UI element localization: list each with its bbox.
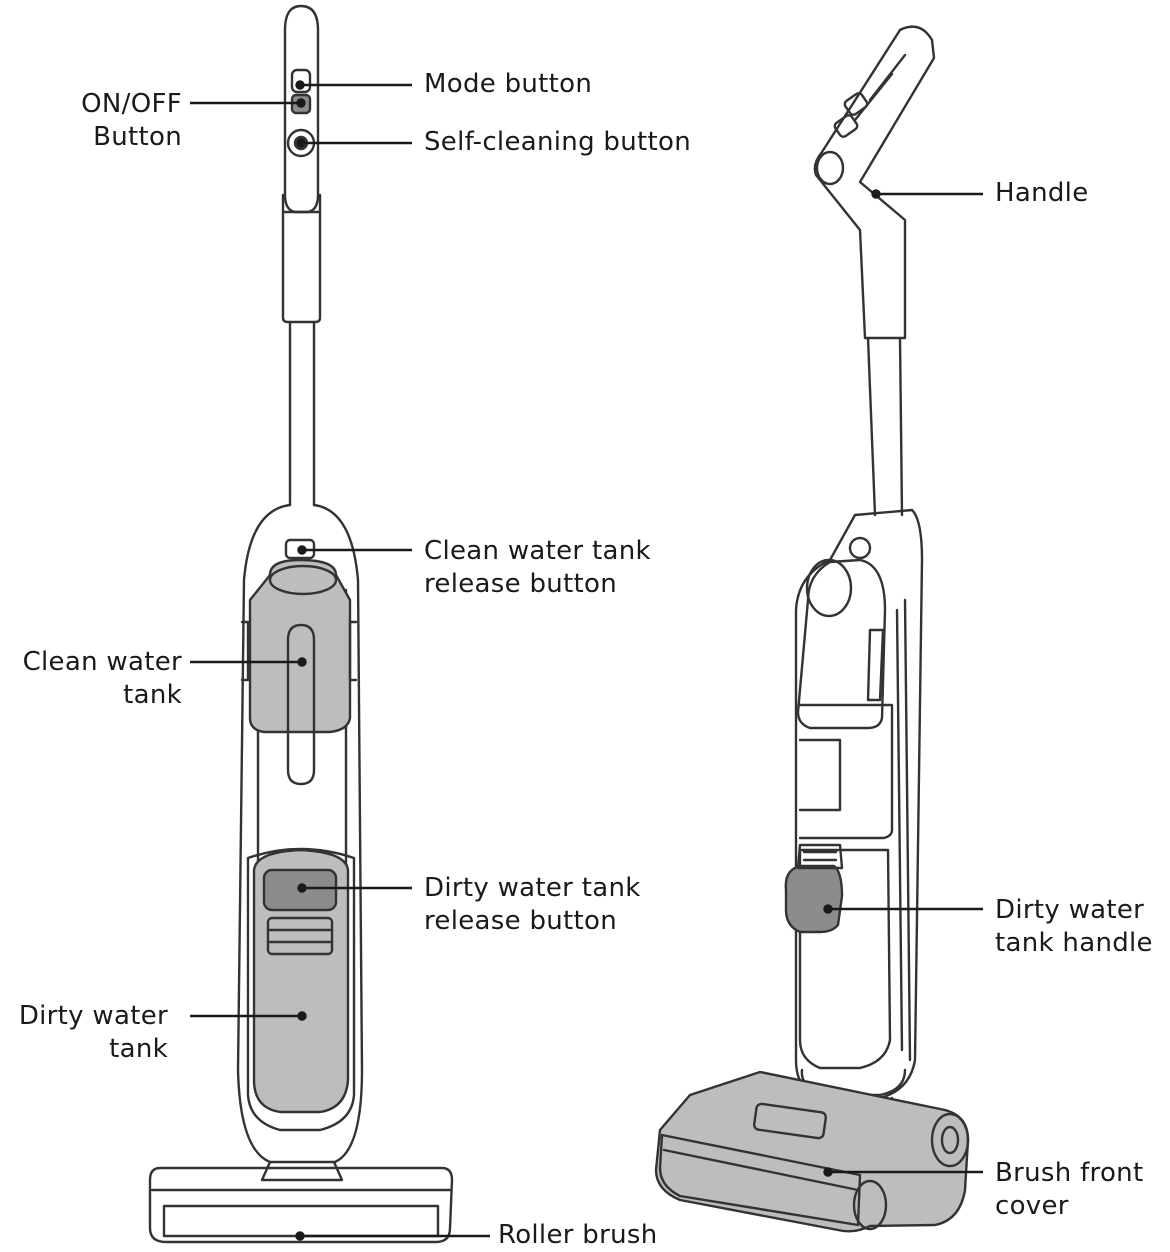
label-brush-cover-line-1: Brush front bbox=[995, 1158, 1144, 1188]
front-tank-window bbox=[286, 623, 316, 786]
label-dirty-tank-line-2: tank bbox=[109, 1034, 168, 1064]
side-dirty-water-tank-handle-shape bbox=[784, 864, 844, 934]
leader-brush-front-cover bbox=[823, 1167, 983, 1177]
leader-roller-brush bbox=[295, 1231, 490, 1241]
label-dirty-water-tank-release-button: Dirty water tank release button bbox=[424, 872, 641, 938]
front-mode-button-shape bbox=[290, 68, 312, 94]
label-clean-tank-line-1: Clean water bbox=[22, 647, 182, 677]
leader-clean-release-button bbox=[297, 545, 412, 555]
label-roller-brush: Roller brush bbox=[498, 1220, 658, 1250]
side-view-vacuum bbox=[654, 25, 970, 1233]
label-handle: Handle bbox=[995, 178, 1089, 208]
front-floor-head bbox=[148, 1166, 454, 1244]
front-view-vacuum bbox=[148, 4, 454, 1244]
label-brush-cover-line-2: cover bbox=[995, 1191, 1069, 1221]
side-handle bbox=[813, 25, 936, 340]
leader-self-cleaning-button bbox=[296, 138, 412, 148]
side-floor-head bbox=[654, 1070, 970, 1233]
label-mode-button: Mode button bbox=[424, 69, 593, 99]
label-dirty-release-line-1: Dirty water tank bbox=[424, 873, 641, 903]
side-dirty-water-tank bbox=[798, 848, 892, 1070]
label-dirty-handle-line-2: tank handle bbox=[995, 928, 1153, 958]
front-dirty-water-tank bbox=[252, 848, 350, 1114]
label-self-cleaning-button: Self-cleaning button bbox=[424, 127, 691, 157]
front-main-rod bbox=[288, 320, 316, 507]
label-dirty-water-tank-handle: Dirty water tank handle bbox=[995, 894, 1153, 960]
side-body bbox=[794, 508, 924, 1100]
label-brush-front-cover: Brush front cover bbox=[995, 1157, 1143, 1223]
leader-dirty-release-button bbox=[297, 883, 412, 893]
side-tube bbox=[866, 336, 904, 517]
leader-dirty-water-tank bbox=[190, 1011, 307, 1021]
front-handle-grip bbox=[283, 4, 320, 214]
front-upper-tube bbox=[281, 193, 322, 324]
side-clean-release-button-shape bbox=[848, 536, 872, 560]
label-dirty-tank-line-1: Dirty water bbox=[18, 1001, 168, 1031]
label-on-off-line-2: Button bbox=[93, 122, 182, 152]
leader-mode-button bbox=[295, 80, 412, 90]
side-clean-water-tank bbox=[796, 558, 887, 730]
label-on-off-button: ON/OFF Button bbox=[81, 88, 182, 154]
leader-handle bbox=[871, 189, 983, 199]
leader-dirty-water-tank-handle bbox=[823, 904, 983, 914]
label-dirty-release-line-2: release button bbox=[424, 906, 618, 936]
leader-clean-water-tank bbox=[190, 657, 307, 667]
label-dirty-water-tank: Dirty water tank bbox=[19, 1000, 168, 1066]
front-clean-water-tank bbox=[248, 558, 352, 734]
label-clean-release-line-1: Clean water tank bbox=[424, 536, 651, 566]
label-on-off-line-1: ON/OFF bbox=[81, 89, 182, 119]
label-clean-tank-line-2: tank bbox=[123, 680, 182, 710]
front-body bbox=[236, 503, 364, 1164]
label-dirty-handle-line-1: Dirty water bbox=[995, 895, 1145, 925]
label-clean-water-tank: Clean water tank bbox=[23, 646, 182, 712]
side-brush-front-cover-shape bbox=[658, 1133, 862, 1227]
leader-on-off-button bbox=[190, 98, 306, 108]
label-clean-release-line-2: release button bbox=[424, 569, 618, 599]
label-clean-water-tank-release-button: Clean water tank release button bbox=[424, 535, 651, 601]
